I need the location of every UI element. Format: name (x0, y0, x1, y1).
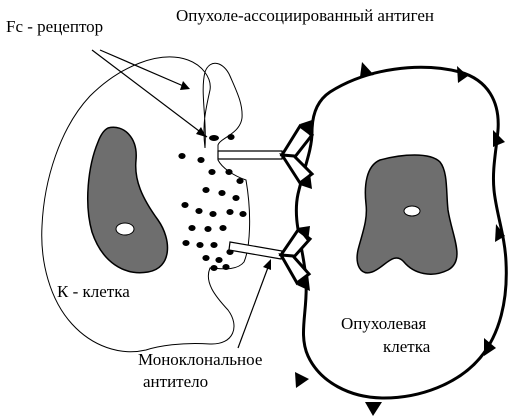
arrowhead (263, 259, 271, 270)
granule (215, 257, 222, 263)
granule (210, 242, 217, 248)
granule (236, 178, 243, 184)
fc-stem (218, 151, 282, 159)
k-cell-nucleolus (116, 223, 134, 235)
label-antibody-line2: антитело (143, 372, 208, 392)
granule (178, 153, 185, 159)
granule (219, 225, 226, 231)
label-antibody-line1: Моноклональное (138, 350, 262, 370)
granule (222, 264, 229, 270)
granule (208, 169, 215, 175)
antigen-spike (360, 62, 374, 77)
antibody-leader-line (238, 262, 270, 348)
label-k-cell: К - клетка (57, 282, 130, 302)
label-tumor-cell-line2: клетка (383, 337, 430, 357)
antigen-spike (365, 402, 382, 416)
granule (232, 195, 239, 201)
granule (226, 209, 233, 215)
granule (225, 169, 232, 175)
granule (210, 265, 217, 271)
granule (227, 134, 234, 140)
granule (195, 208, 202, 214)
granule (181, 202, 188, 208)
label-tumor-antigen: Опухоле-ассоциированный антиген (176, 6, 434, 26)
granule (209, 211, 216, 217)
label-fc-receptor: Fc - рецептор (6, 17, 103, 37)
tumor-cell-nucleolus (404, 206, 420, 216)
granule (202, 255, 209, 261)
granule (188, 225, 195, 231)
label-tumor-cell-line1: Опухолевая (341, 314, 426, 334)
granule (202, 187, 209, 193)
granule (239, 211, 246, 217)
granule (182, 240, 189, 246)
granule (204, 226, 211, 232)
granule (197, 157, 204, 163)
granule (209, 135, 219, 141)
antigen-spike (295, 372, 309, 388)
granule (218, 190, 225, 196)
granule (196, 242, 203, 248)
